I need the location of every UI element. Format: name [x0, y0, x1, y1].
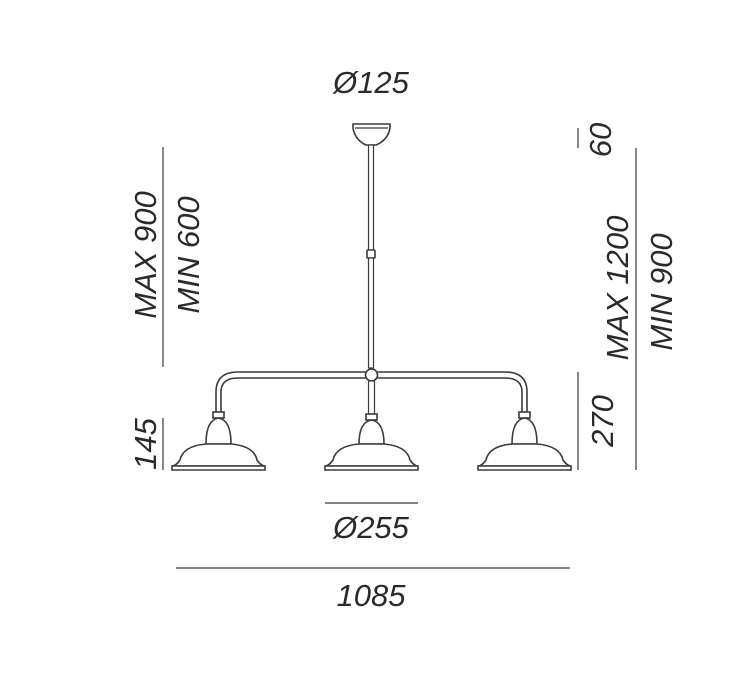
suspension-rod — [366, 144, 376, 369]
total-width-label: 1085 — [337, 578, 407, 613]
lamp-shade-left — [171, 411, 266, 471]
overall-min-label: MIN 900 — [644, 233, 679, 350]
suspension-max-label: MAX 900 — [128, 191, 163, 319]
center-joint — [364, 368, 379, 382]
canopy-height-label: 60 — [583, 123, 618, 157]
lamp-shade-center — [324, 413, 419, 471]
fixture-height-label: 270 — [585, 395, 620, 448]
shade-diameter-label: Ø255 — [332, 510, 410, 545]
horizontal-arm — [215, 368, 528, 416]
canopy-diameter-label: Ø125 — [332, 65, 410, 100]
lamp-shade-right — [477, 411, 572, 471]
ceiling-canopy — [352, 123, 391, 146]
shade-height-label: 145 — [128, 417, 163, 469]
overall-max-label: MAX 1200 — [600, 216, 635, 361]
suspension-min-label: MIN 600 — [171, 196, 206, 313]
